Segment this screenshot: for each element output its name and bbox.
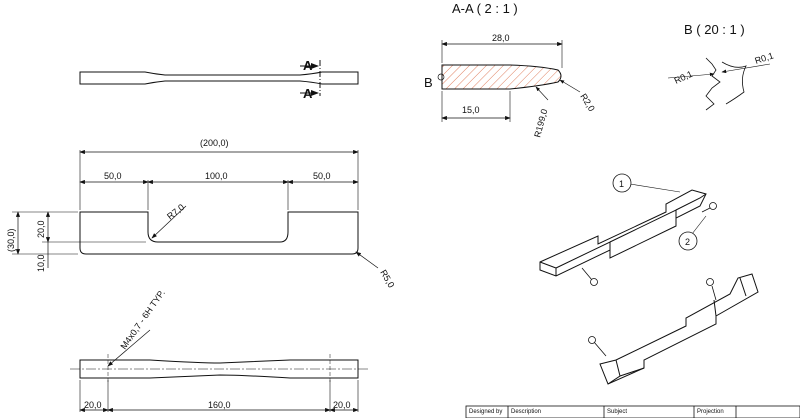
tb-description: Description [511,409,541,415]
dim-lower-height: 10,0 [36,254,46,272]
section-view: A-A ( 2 : 1 ) B 28,0 15,0 R2,0 R199,0 [424,1,597,139]
section-title: A-A ( 2 : 1 ) [452,1,518,16]
title-block: Designed by Description Subject Projecti… [465,405,800,418]
dim-seg-mid: 100,0 [205,171,228,181]
tb-projection: Projection [697,409,724,415]
front-view-outline [79,211,359,255]
dim-total-height: (30,0) [6,228,16,252]
top-view-outline [79,71,359,85]
top-view: A A [79,58,359,101]
detail-view: B ( 20 : 1 ) R0,1 R0,1 [667,22,775,111]
dim-bottom-left: 20,0 [84,400,102,410]
balloons: 1 2 [612,173,707,251]
section-hatched-profile [441,64,562,90]
dim-curve-radius: R199,0 [532,108,549,139]
balloon-2-label: 2 [685,237,690,247]
detail-edge [705,57,721,111]
dim-overall: (200,0) [200,138,229,148]
dim-seg-left: 50,0 [104,171,122,181]
section-label-top: A [303,58,313,73]
balloon-1 [612,173,632,193]
dim-seg-right: 50,0 [313,171,331,181]
dim-bottom-mid: 160,0 [208,400,231,410]
front-view: (200,0) 50,0 100,0 50,0 R7,0 R5,0 (30,0)… [6,138,396,289]
dim-cut-radius: R7,0 [165,202,186,222]
section-label-bottom: A [303,86,313,101]
detail-callout: B [424,75,433,90]
detail-right-radius: R0,1 [754,51,775,66]
tb-designed-by: Designed by [469,409,502,415]
balloon-1-label: 1 [619,179,624,189]
tb-subject: Subject [607,409,627,415]
iso-view-upper [539,189,717,286]
dim-section-overall: 28,0 [492,33,510,43]
dim-upper-height: 20,0 [36,220,46,238]
thread-note: M4x0,7 - 6H TYP. [118,288,166,351]
dim-tip-radius: R2,0 [578,92,597,113]
iso-view-lower [588,273,759,385]
balloon-2 [678,231,698,251]
bottom-view: M4x0,7 - 6H TYP. 20,0 160,0 20,0 [70,288,368,413]
dim-section-straight: 15,0 [462,105,480,115]
detail-left-radius: R0,1 [673,69,694,86]
bottom-view-outline [79,359,359,379]
dim-corner-radius: R5,0 [378,268,396,289]
detail-title: B ( 20 : 1 ) [684,22,745,37]
dim-bottom-right: 20,0 [333,400,351,410]
